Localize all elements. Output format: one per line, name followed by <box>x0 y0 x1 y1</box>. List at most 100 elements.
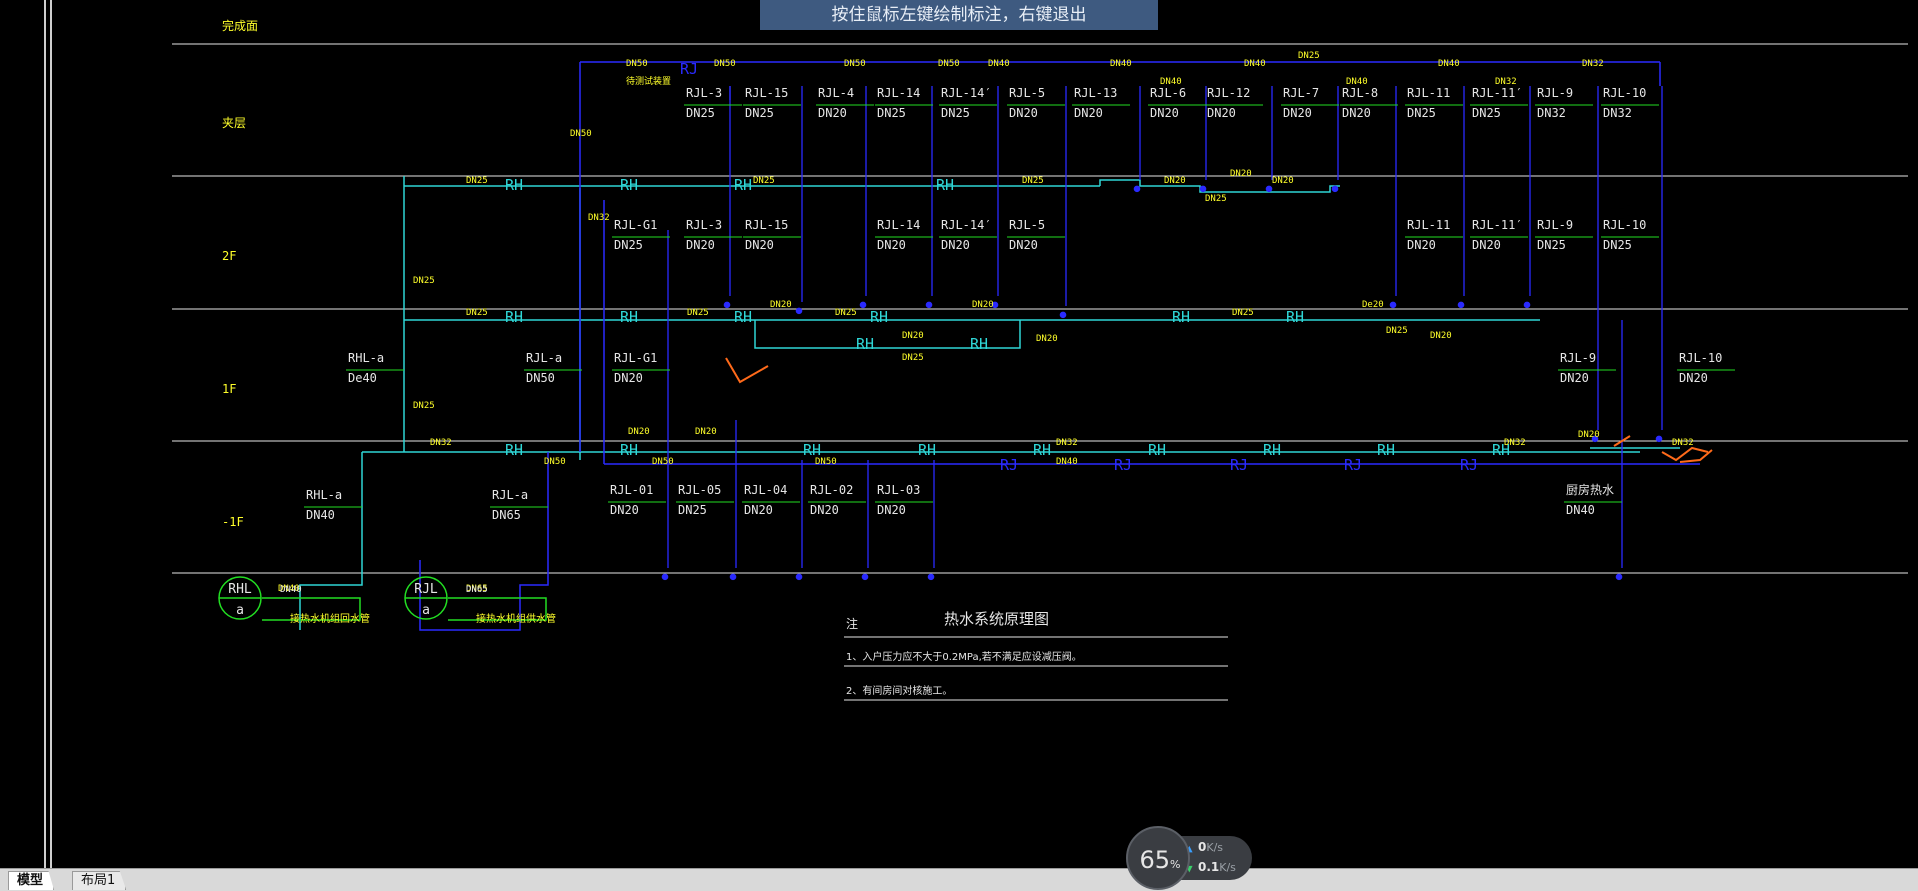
valve-icon: ⊕ <box>928 572 934 583</box>
riser-pipes: ⊕⊕⊕⊕⊕⊕⊕⊕⊕⊕⊕⊕⊕⊕⊕⊕⊕⊕⊕⊕⊕ <box>661 86 1663 584</box>
pipe-size-label: De20 <box>1362 300 1384 310</box>
note-1: 1、入户压力应不大于0.2MPa,若不满足应设减压阀。 <box>846 650 1082 663</box>
fixture-label: RJL-5 <box>1009 86 1045 100</box>
valve-icon: ⊕ <box>730 572 736 583</box>
fixture-label: RJL-02 <box>810 483 853 497</box>
fixture-label: DN25 <box>678 503 707 517</box>
fixture-label: RJL-03 <box>877 483 920 497</box>
fixture-label: RJL-9 <box>1537 218 1573 232</box>
legend-rhl-desc: 接热水机组回水管 <box>290 612 370 625</box>
fixture-label: RJL-a <box>526 351 562 365</box>
fixture-labels: RJL-3DN25RJL-15DN25RJL-4DN20RJL-14DN25RJ… <box>306 86 1722 522</box>
floor-label: 1F <box>222 382 236 396</box>
fixture-label: RJL-5 <box>1009 218 1045 232</box>
fixture-label: DN25 <box>686 106 715 120</box>
fixture-label: RJL-14′ <box>941 86 992 100</box>
pipe-size-label: DN25 <box>1205 194 1227 204</box>
rh-label: RH <box>1033 441 1051 459</box>
fixture-label: DN20 <box>1207 106 1236 120</box>
rj-label: RJ <box>680 60 698 78</box>
fixture-label: DN20 <box>877 238 906 252</box>
fixture-label: DN25 <box>1407 106 1436 120</box>
fixture-label: RJL-11 <box>1407 86 1450 100</box>
rh-label: RH <box>970 335 988 353</box>
rh-label: RH <box>936 176 954 194</box>
valve-icon: ⊕ <box>1656 434 1662 445</box>
tab-layout1[interactable]: 布局1 <box>72 871 127 890</box>
fixture-label: RJL-4 <box>818 86 854 100</box>
tab-model[interactable]: 模型 <box>8 871 55 890</box>
fixture-label: RJL-10 <box>1603 86 1646 100</box>
fixture-label: DN20 <box>941 238 970 252</box>
memory-gauge-icon: 65% <box>1126 826 1190 890</box>
rh-label: RH <box>1377 441 1395 459</box>
valve-icon: ⊕ <box>1390 300 1396 311</box>
fixture-label: DN20 <box>818 106 847 120</box>
fixture-label: RJL-01 <box>610 483 653 497</box>
pipe-size-label: DN50 <box>938 59 960 69</box>
rh-label: RH <box>1148 441 1166 459</box>
fixture-label: DN20 <box>686 238 715 252</box>
command-hint-bar: 按住鼠标左键绘制标注，右键退出 <box>760 0 1158 30</box>
pipe-size-label: DN32 <box>1504 438 1526 448</box>
fixture-label: RJL-10 <box>1679 351 1722 365</box>
pipe-size-label: DN32 <box>588 213 610 223</box>
fixture-label: RJL-6 <box>1150 86 1186 100</box>
drawing-title: 热水系统原理图 <box>944 610 1049 628</box>
layout-tab-bar: 模型 布局1 <box>0 868 1918 891</box>
fixture-label: DN20 <box>610 503 639 517</box>
pipe-size-label: DN50 <box>714 59 736 69</box>
fixture-label: DN40 <box>1566 503 1595 517</box>
pipe-size-label: DN32 <box>1582 59 1604 69</box>
rh-label: RH <box>1172 308 1190 326</box>
fixture-label: RJL-04 <box>744 483 787 497</box>
pipe-size-label: DN32 <box>1672 438 1694 448</box>
pipe-size-label: DN20 <box>770 300 792 310</box>
valve-icon: ⊕ <box>796 572 802 583</box>
rh-label: RH <box>620 441 638 459</box>
floor-label: 2F <box>222 249 236 263</box>
pipe-size-label: DN25 <box>413 401 435 411</box>
fixture-label: RJL-15 <box>745 86 788 100</box>
upload-arrow-icon: ▲ <box>1186 842 1193 855</box>
valve-icon: ⊕ <box>1458 300 1464 311</box>
legend-rjl-desc: 接热水机组供水管 <box>476 612 556 625</box>
upload-rate: 0K/s <box>1198 840 1224 854</box>
floor-label: -1F <box>222 515 244 529</box>
rj-pipes <box>419 61 1700 631</box>
legend-rhl-tag-bottom: a <box>236 603 244 618</box>
fixture-label: RJL-3 <box>686 218 722 232</box>
pipe-size-label: DN20 <box>1578 430 1600 440</box>
valve-icon: ⊕ <box>1266 184 1272 195</box>
fixture-label: RJL-14 <box>877 218 920 232</box>
pipe-size-label: DN40 <box>988 59 1010 69</box>
rh-label: RH <box>1263 441 1281 459</box>
valve-icon: ⊕ <box>992 300 998 311</box>
rj-label: RJ <box>1230 456 1248 474</box>
rh-label: RH <box>620 308 638 326</box>
legend-rhl-dn: DN40 <box>280 585 302 595</box>
download-arrow-icon: ▼ <box>1186 862 1193 875</box>
valve-icon: ⊕ <box>926 300 932 311</box>
fixture-label: DN50 <box>526 371 555 385</box>
pipe-size-label: DN65 <box>466 584 488 594</box>
fixture-label: DN20 <box>614 371 643 385</box>
rj-label: RJ <box>1460 456 1478 474</box>
fixture-label: RJL-G1 <box>614 351 657 365</box>
valve-icon: ⊕ <box>796 306 802 317</box>
pipe-size-label: DN20 <box>628 427 650 437</box>
fixture-label: DN20 <box>1472 238 1501 252</box>
fixture-label: RHL-a <box>348 351 384 365</box>
fixture-label: RJL-8 <box>1342 86 1378 100</box>
network-speed-widget[interactable]: ▲ 0K/s ▼ 0.1K/s 65% <box>1126 826 1272 890</box>
valve-icon: ⊕ <box>1524 300 1530 311</box>
fixture-label: DN20 <box>1560 371 1589 385</box>
pipe-size-label: DN40 <box>1438 59 1460 69</box>
fixture-label: DN32 <box>1537 106 1566 120</box>
fixture-label: RJL-11′ <box>1472 218 1523 232</box>
rh-label: RH <box>734 176 752 194</box>
pipe-size-label: DN32 <box>1495 77 1517 87</box>
note-2: 2、有间房间对核施工。 <box>846 684 952 697</box>
